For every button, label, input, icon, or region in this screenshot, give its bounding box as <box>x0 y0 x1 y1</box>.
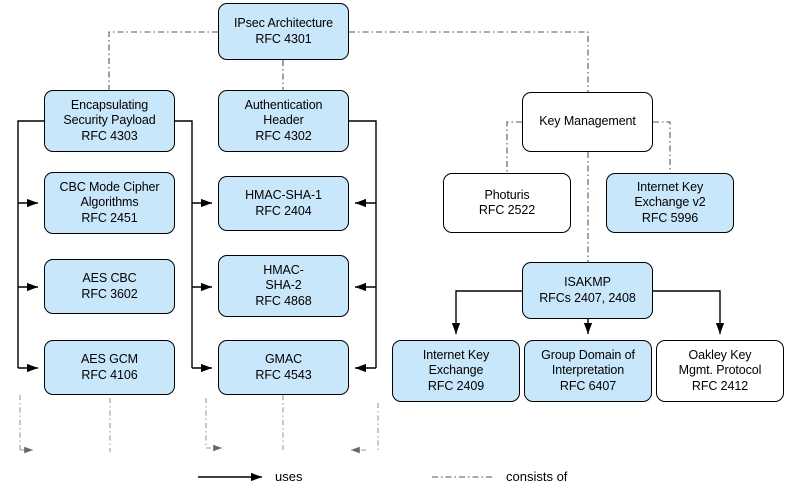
node-aesgcm-line: RFC 4106 <box>81 367 138 382</box>
node-oakley-line: Mgmt. Protocol <box>678 363 762 378</box>
node-ah-line: RFC 4302 <box>255 128 312 143</box>
node-aescbc-line: RFC 3602 <box>81 286 138 301</box>
node-gmac-line: RFC 4543 <box>255 367 312 382</box>
node-ikev2-line: Internet Key <box>636 179 704 194</box>
legend-label-consists-of: consists of <box>506 469 568 484</box>
node-gdoi-line: Interpretation <box>551 363 625 378</box>
consists-of-connectors <box>108 31 671 262</box>
node-hmacsha2-line: RFC 4868 <box>255 293 312 308</box>
node-ike-line: Exchange <box>428 363 484 378</box>
uses-connectors <box>17 120 725 373</box>
node-hmacsha1-line: HMAC-SHA-1 <box>245 188 322 202</box>
node-gdoi-line: RFC 6407 <box>559 378 617 393</box>
node-keymgmt[interactable]: Key Management <box>522 92 653 152</box>
node-ah-line: Authentication <box>244 97 323 112</box>
node-ikev2-line: Exchange v2 <box>634 195 706 210</box>
legend-label-uses: uses <box>275 469 303 484</box>
node-ipsec-line: IPsec Architecture <box>234 16 333 30</box>
node-keymgmt-line: Key Management <box>539 114 636 129</box>
node-esp-line: RFC 4303 <box>81 128 138 143</box>
node-ike-line: RFC 2409 <box>427 378 485 393</box>
node-esp-line: Security Payload <box>63 113 156 128</box>
node-hmacsha2-line: HMAC- <box>263 262 304 277</box>
node-cbc-line: CBC Mode Cipher <box>59 179 160 194</box>
node-ipsec-line: RFC 4301 <box>255 31 312 46</box>
node-gmac-line: GMAC <box>264 352 303 366</box>
node-ike-line: Internet Key <box>422 347 490 362</box>
node-isakmp-line: ISAKMP <box>564 275 611 289</box>
node-photuris-line: Photuris <box>484 187 530 202</box>
node-esp-line: Encapsulating <box>70 97 149 112</box>
node-isakmp-line: RFCs 2407, 2408 <box>539 290 636 305</box>
node-aescbc-line: AES CBC <box>82 271 137 285</box>
node-cbc-line: RFC 2451 <box>81 210 138 225</box>
node-ikev2-line: RFC 5996 <box>641 210 699 225</box>
node-aesgcm-line: AES GCM <box>81 352 138 366</box>
node-oakley-line: RFC 2412 <box>691 378 749 393</box>
faded-consists-of-stubs <box>19 395 379 454</box>
node-hmacsha2-line: SHA-2 <box>265 278 302 293</box>
node-hmacsha1-line: RFC 2404 <box>255 203 312 218</box>
node-cbc-line: Algorithms <box>80 195 139 210</box>
node-oakley-line: Oakley Key <box>688 347 752 362</box>
node-ah-line: Header <box>263 113 304 128</box>
node-photuris-line: RFC 2522 <box>478 203 536 217</box>
node-gdoi-line: Group Domain of <box>541 347 635 362</box>
